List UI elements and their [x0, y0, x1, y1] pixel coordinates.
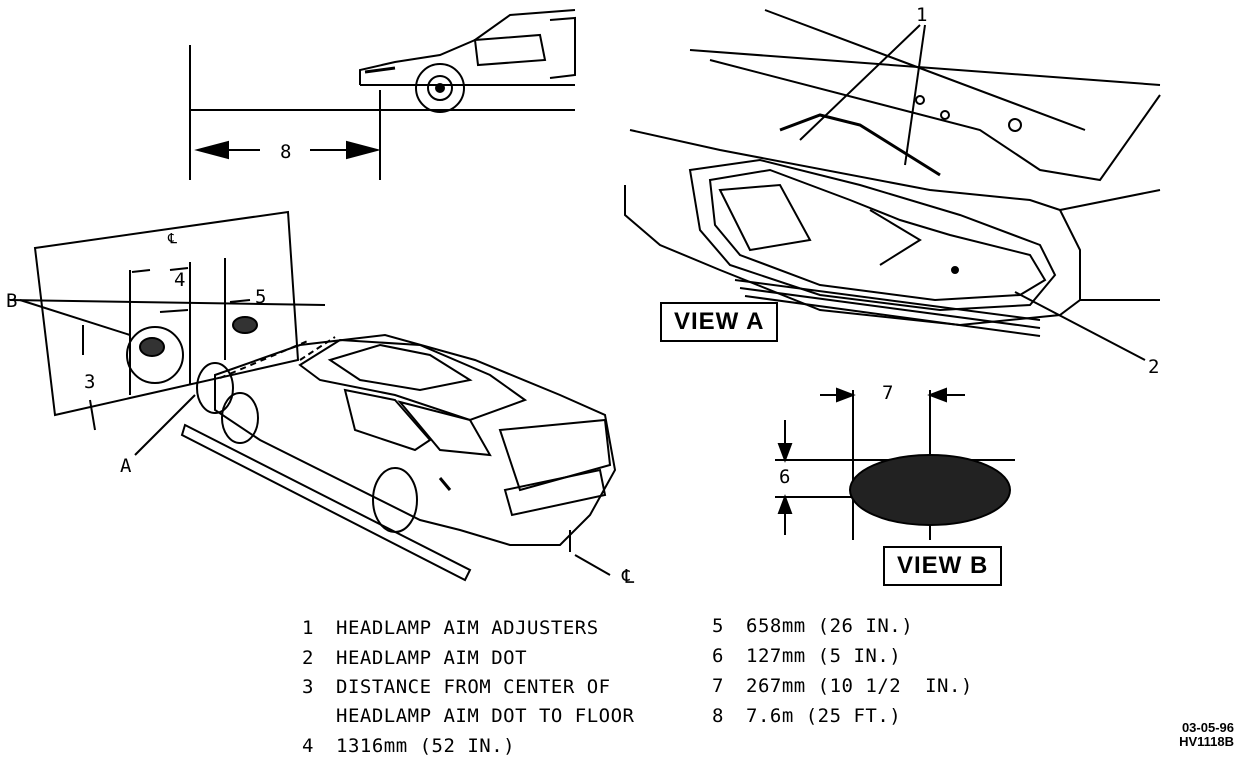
callout-8: 8: [280, 141, 292, 163]
figure-date: 03-05-96: [1181, 720, 1234, 735]
car-rear-view: [180, 333, 617, 582]
view-b-label: VIEW B: [883, 546, 1003, 586]
callout-7: 7: [882, 382, 894, 404]
car-side-view: [189, 9, 576, 180]
centerline-symbol-wall: ℄: [168, 231, 177, 247]
callout-6: 6: [779, 466, 791, 488]
callout-4: 4: [174, 269, 186, 291]
centerline-symbol-car: ℄: [622, 566, 635, 588]
legend-item-3-continued: HEADLAMP AIM DOT TO FLOOR: [336, 705, 635, 727]
callout-2: 2: [1148, 356, 1160, 378]
callout-b: B: [6, 290, 18, 312]
view-a-lamp-assembly: [624, 9, 1161, 361]
callout-1: 1: [916, 4, 928, 26]
view-b-aim-dot: [775, 387, 1015, 540]
callout-a: A: [120, 455, 132, 477]
figure-code: 03-05-96 HV1118B: [1179, 721, 1234, 748]
callout-5: 5: [255, 286, 267, 308]
figure-id: HV1118B: [1179, 733, 1234, 749]
aiming-screen: [9, 210, 326, 456]
distance-8-arrow: [194, 140, 381, 160]
view-a-label: VIEW A: [660, 302, 779, 342]
callout-3: 3: [84, 371, 96, 393]
